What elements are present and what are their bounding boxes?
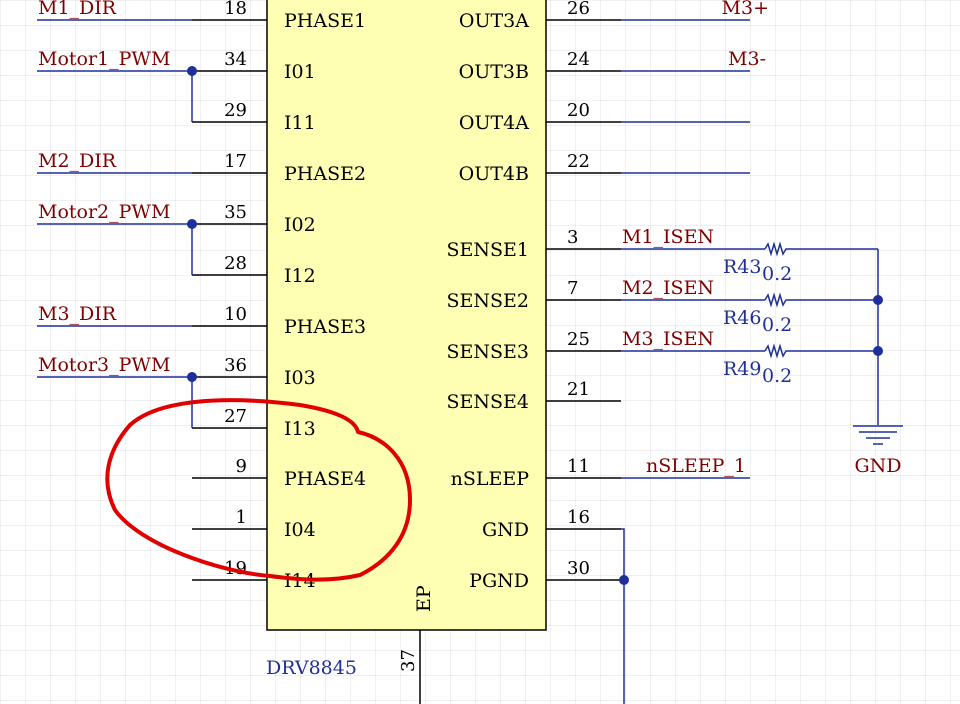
pin-name: OUT3B [459, 61, 529, 83]
junction-dot [619, 575, 629, 585]
pin-name: SENSE1 [447, 239, 530, 261]
pin-name: OUT4B [459, 163, 529, 185]
net-label-nsleep-1: nSLEEP_1 [646, 455, 746, 477]
pin-name: PGND [469, 570, 529, 592]
pin-name: SENSE4 [447, 391, 530, 413]
pin-number: 35 [224, 202, 247, 223]
pin-number: 10 [224, 304, 247, 325]
pin-name: PHASE4 [284, 468, 366, 490]
pin-number: 26 [567, 0, 590, 19]
right-pin-numbers: 26 24 20 22 3 7 25 21 11 16 30 [567, 0, 590, 579]
ep-pin-number: 37 [398, 649, 419, 672]
pin-number: 29 [224, 100, 247, 121]
pin-name: OUT3A [459, 10, 529, 32]
pin-name: PHASE1 [284, 10, 366, 32]
pin-name: I01 [284, 61, 316, 83]
pin-name: I12 [284, 265, 316, 287]
pin-name: I03 [284, 367, 316, 389]
net-label-m3-plus: M3+ [722, 0, 769, 19]
net-label-motor3-pwm: Motor3_PWM [38, 354, 170, 376]
resistor-ref: R46 [723, 307, 761, 329]
resistors [764, 241, 787, 359]
pin-number: 21 [567, 379, 590, 400]
net-label-m1-isen: M1_ISEN [622, 226, 714, 248]
resistor-r49-symbol [764, 343, 787, 359]
junction-dot [873, 346, 883, 356]
left-pin-names: PHASE1 I01 I11 PHASE2 I02 I12 PHASE3 I03… [284, 10, 366, 592]
right-pin-stubs [546, 19, 621, 581]
net-label-m3-isen: M3_ISEN [622, 328, 714, 350]
net-label-motor1-pwm: Motor1_PWM [38, 48, 170, 70]
pin-number: 36 [224, 355, 247, 376]
pin-name: SENSE2 [447, 290, 530, 312]
pin-number: 7 [567, 278, 578, 299]
junction-dot [187, 219, 197, 229]
resistor-r43-symbol [764, 241, 787, 257]
pin-name: SENSE3 [447, 341, 530, 363]
pin-number: 18 [224, 0, 247, 19]
ground-icon [853, 425, 903, 445]
pin-number: 11 [567, 456, 590, 477]
resistor-ref: R43 [723, 256, 761, 278]
net-label-m3-dir: M3_DIR [38, 303, 117, 325]
pin-number: 9 [236, 456, 247, 477]
right-net-labels: M3+ M3- M1_ISEN M2_ISEN M3_ISEN nSLEEP_1 [622, 0, 769, 477]
net-label-m2-isen: M2_ISEN [622, 277, 714, 299]
resistor-value: 0.2 [762, 314, 792, 336]
pin-number: 27 [224, 406, 247, 427]
pin-name: OUT4A [459, 112, 529, 134]
pin-number: 24 [567, 49, 590, 70]
pin-number: 20 [567, 100, 590, 121]
junction-dot [187, 372, 197, 382]
resistor-r46-symbol [764, 292, 787, 308]
resistor-labels: R43 0.2 R46 0.2 R49 0.2 [723, 256, 792, 387]
left-net-labels: M1_DIR Motor1_PWM M2_DIR Motor2_PWM M3_D… [38, 0, 170, 376]
pin-name: I11 [284, 112, 316, 134]
junction-dot [873, 295, 883, 305]
pin-name: I02 [284, 214, 316, 236]
pin-name: PHASE2 [284, 163, 366, 185]
pin-name: PHASE3 [284, 316, 366, 338]
pin-number: 25 [567, 329, 590, 350]
pin-number: 34 [224, 49, 247, 70]
junction-dot [187, 66, 197, 76]
ep-pin-name: EP [413, 585, 435, 612]
pin-name: GND [482, 519, 529, 541]
pin-number: 1 [236, 507, 247, 528]
pin-name: I13 [284, 418, 316, 440]
resistor-value: 0.2 [762, 263, 792, 285]
left-pin-numbers: 18 34 29 17 35 28 10 36 27 9 1 19 [224, 0, 247, 579]
right-pin-names: OUT3A OUT3B OUT4A OUT4B SENSE1 SENSE2 SE… [447, 10, 530, 592]
red-annotation-circle [105, 398, 412, 582]
pin-number: 22 [567, 151, 590, 172]
resistor-ref: R49 [723, 358, 761, 380]
gnd-label: GND [854, 455, 901, 477]
left-pin-stubs [192, 19, 267, 581]
right-wires [621, 19, 879, 704]
pin-number: 28 [224, 253, 247, 274]
resistor-value: 0.2 [762, 365, 792, 387]
component-designator: DRV8845 [266, 657, 357, 679]
pin-number: 16 [567, 507, 590, 528]
pin-number: 3 [567, 227, 578, 248]
pin-name: nSLEEP [451, 468, 530, 490]
net-label-m1-dir: M1_DIR [38, 0, 117, 19]
pin-number: 17 [224, 151, 247, 172]
net-label-motor2-pwm: Motor2_PWM [38, 201, 170, 223]
pin-number: 30 [567, 558, 590, 579]
pin-name: I04 [284, 519, 316, 541]
net-label-m2-dir: M2_DIR [38, 150, 117, 172]
net-label-m3-minus: M3- [728, 48, 766, 70]
